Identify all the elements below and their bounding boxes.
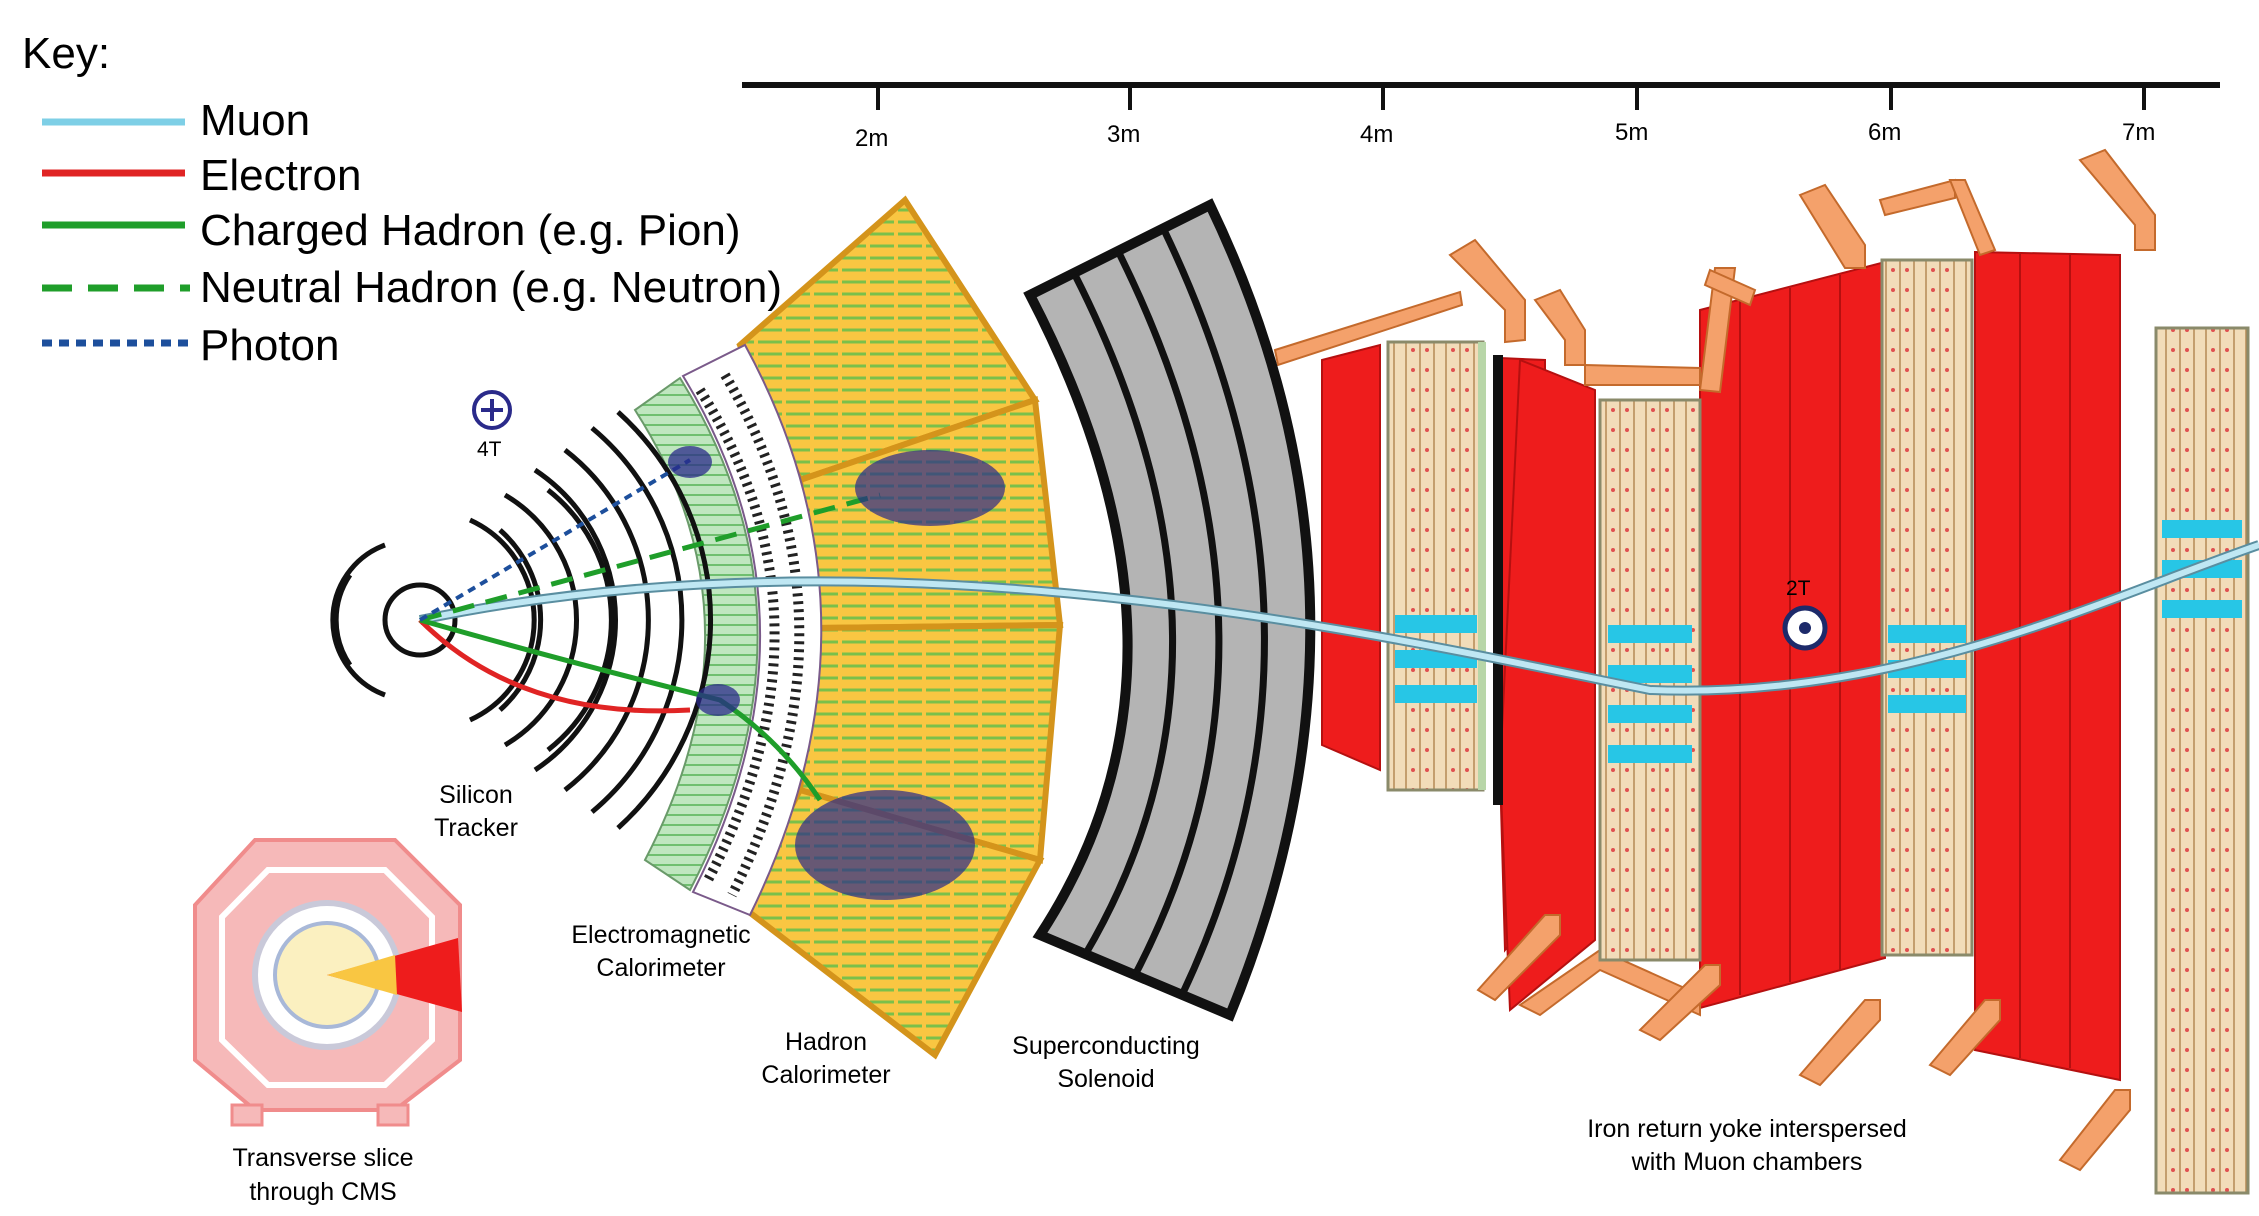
- yoke-layer-2: [1498, 358, 1596, 1013]
- label-slice-line2: through CMS: [249, 1178, 396, 1206]
- muon-chamber-1-edge: [1478, 342, 1486, 790]
- distance-ruler: 2m 3m 4m 5m 6m 7m: [742, 82, 2220, 152]
- electromagnetic-calorimeter: [633, 343, 823, 917]
- yoke-layer-1: [1321, 343, 1381, 772]
- ruler-label-5m: 5m: [1615, 119, 1648, 146]
- label-yoke-line1: Iron return yoke interspersed: [1587, 1115, 1907, 1143]
- silicon-tracker: [330, 410, 714, 830]
- yoke-layer-4: [1974, 250, 2121, 1082]
- muon-chamber-1-plate: [1493, 355, 1503, 805]
- legend: Key: Muon Electron Charged Hadron (e.g. …: [10, 29, 782, 370]
- magnetic-field-inner: 4T: [472, 390, 512, 461]
- ecal-body: [633, 376, 759, 892]
- electron-shower: [696, 684, 740, 716]
- legend-label-neutral-hadron: Neutral Hadron (e.g. Neutron): [200, 263, 782, 312]
- yoke-support-arms: [1273, 148, 2156, 1172]
- ruler-label-3m: 3m: [1107, 121, 1140, 148]
- muon-chamber-3: [1880, 258, 1974, 957]
- ruler-label-4m: 4m: [1360, 121, 1393, 148]
- label-hcal-line2: Calorimeter: [761, 1061, 890, 1089]
- superconducting-solenoid: [1023, 198, 1316, 1022]
- charged-hadron-shower: [795, 790, 975, 900]
- muon-chamber-4: [2154, 326, 2250, 1195]
- label-slice-line1: Transverse slice: [232, 1144, 413, 1172]
- field-label-outer: 2T: [1786, 577, 1811, 600]
- muon-track: [419, 542, 2259, 694]
- legend-label-photon: Photon: [200, 321, 339, 370]
- label-ecal-line2: Calorimeter: [596, 954, 725, 982]
- label-tracker-line2: Tracker: [434, 814, 518, 842]
- photon-track: [418, 458, 692, 622]
- ruler-label-6m: 6m: [1868, 119, 1901, 146]
- muon-chambers: [1386, 258, 2250, 1195]
- charged-hadron-track: [419, 617, 823, 802]
- label-hcal-line1: Hadron: [785, 1028, 867, 1056]
- legend-title: Key:: [22, 29, 110, 78]
- label-solenoid-line2: Solenoid: [1057, 1065, 1154, 1093]
- label-solenoid-line1: Superconducting: [1012, 1032, 1200, 1060]
- label-ecal-line1: Electromagnetic: [571, 921, 750, 949]
- photon-shower: [668, 446, 712, 478]
- ruler-label-2m: 2m: [855, 125, 888, 152]
- particle-tracks: [418, 458, 2259, 802]
- legend-label-electron: Electron: [200, 151, 361, 200]
- ruler-label-7m: 7m: [2122, 119, 2155, 146]
- legend-label-charged-hadron: Charged Hadron (e.g. Pion): [200, 206, 741, 255]
- legend-label-muon: Muon: [200, 96, 310, 145]
- magnetic-field-outer: 2T: [1782, 577, 1828, 651]
- particle-showers: [668, 446, 1005, 900]
- neutral-hadron-shower: [855, 450, 1005, 526]
- ecal-preshower: [681, 343, 823, 917]
- electron-track: [418, 618, 691, 714]
- label-yoke-line2: with Muon chambers: [1631, 1148, 1863, 1176]
- field-label-inner: 4T: [477, 438, 502, 461]
- legend-background: [10, 30, 730, 370]
- muon-chamber-1: [1386, 340, 1485, 792]
- neutral-hadron-track: [419, 492, 881, 623]
- transverse-slice-thumbnail: [193, 838, 462, 1127]
- label-tracker-line1: Silicon: [439, 781, 513, 809]
- iron-return-yoke: [1321, 250, 2121, 1082]
- component-labels: Silicon Tracker Electromagnetic Calorime…: [232, 781, 1906, 1206]
